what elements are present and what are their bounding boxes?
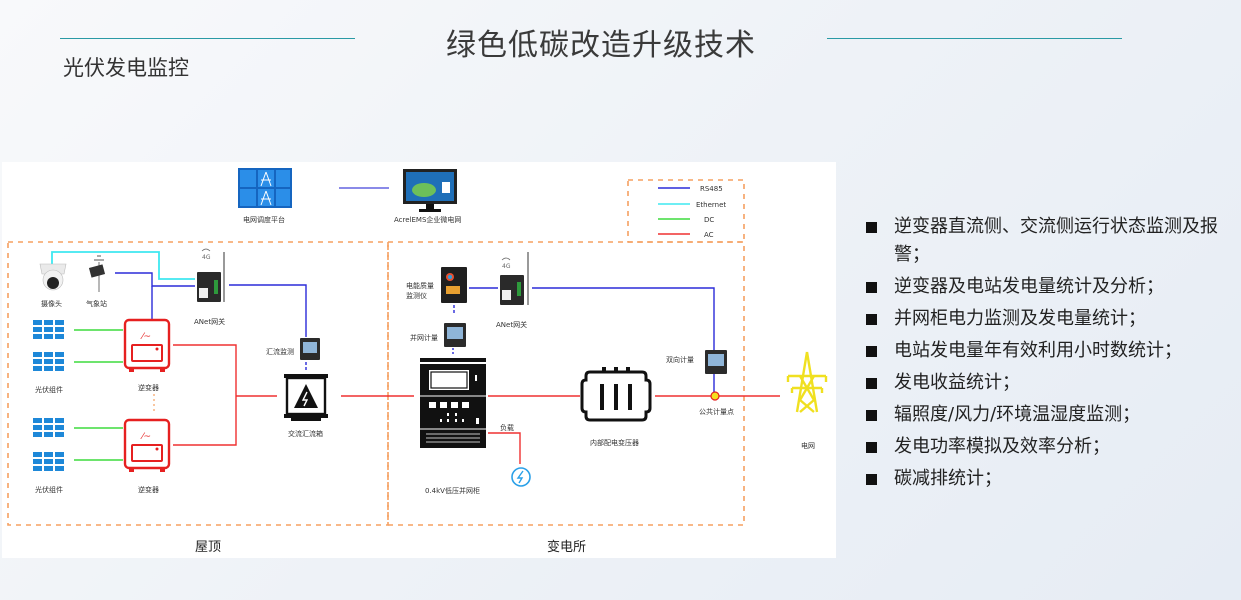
load-lightning-icon: [511, 467, 531, 487]
square-bullet-icon: [866, 346, 877, 357]
feature-text: 辐照度/风力/环境温湿度监测；: [894, 404, 1141, 425]
feature-item: 电站发电量年有效利用小时数统计；: [866, 337, 1241, 365]
ac-load-link: [488, 432, 521, 464]
square-bullet-icon: [866, 442, 877, 453]
dispatch-platform-label: 电网调度平台: [243, 215, 285, 224]
substation-gateway-label: ANet网关: [496, 320, 527, 329]
weather-station-label: 气象站: [86, 299, 107, 308]
svg-text:⁄~: ⁄~: [140, 432, 151, 442]
rs485-weather-link: [115, 272, 195, 287]
feature-text: 发电收益统计；: [894, 372, 1020, 393]
feature-text: 碳减排统计；: [894, 468, 1002, 489]
inverter-1-label: 逆变器: [138, 383, 159, 392]
ac-combiner-box-label: 交流汇流箱: [288, 429, 323, 438]
feature-item: 并网柜电力监测及发电量统计；: [866, 305, 1241, 333]
roof-zone: [7, 241, 389, 526]
legend: RS485 Ethernet DC AC: [658, 185, 726, 239]
inverter-icon: ⁄~: [123, 418, 171, 472]
feature-text: 逆变器直流侧、交流侧运行状态监测及报警；: [894, 216, 1218, 265]
legend-box: [627, 179, 745, 243]
legend-ethernet-label: Ethernet: [696, 201, 726, 209]
zone-label-substation: 变电所: [547, 539, 586, 555]
ems-monitor-icon: [403, 169, 457, 212]
roof-gateway-icon: 4G: [197, 248, 225, 302]
square-bullet-icon: [866, 410, 877, 421]
roof-gateway-label: ANet网关: [194, 317, 225, 326]
camera-icon: [39, 263, 67, 291]
pv-monitoring-diagram: RS485 Ethernet DC AC 电网调度平台 AcrelEMS企业微电…: [2, 162, 836, 558]
svg-text:⁄~: ⁄~: [140, 332, 151, 342]
feature-list: 逆变器直流侧、交流侧运行状态监测及报警； 逆变器及电站发电量统计及分析； 并网柜…: [866, 213, 1241, 497]
square-bullet-icon: [866, 282, 877, 293]
square-bullet-icon: [866, 378, 877, 389]
roof-gateway-signal: 4G: [202, 254, 211, 261]
ethernet-camera-link: [51, 251, 195, 280]
load-label: 负载: [500, 423, 514, 432]
inverter-icon: ⁄~: [123, 318, 171, 372]
square-bullet-icon: [866, 474, 877, 485]
feature-item: 逆变器及电站发电量统计及分析；: [866, 273, 1241, 301]
weather-station-icon: [88, 255, 106, 292]
combiner-monitor-label: 汇流监测: [266, 347, 294, 356]
rs485-bidirectional-meter-link: [532, 287, 715, 350]
power-quality-monitor-icon: [441, 267, 467, 303]
feature-item: 辐照度/风力/环境温湿度监测；: [866, 401, 1241, 429]
section-subtitle: 光伏发电监控: [63, 56, 189, 80]
feature-text: 发电功率模拟及效率分析；: [894, 436, 1110, 457]
square-bullet-icon: [866, 314, 877, 325]
pcc-label: 公共计量点: [699, 407, 734, 416]
combiner-monitor-icon: [300, 338, 320, 360]
power-quality-monitor-label-1: 电能质量: [406, 281, 434, 290]
zone-label-roof: 屋顶: [195, 540, 221, 555]
square-bullet-icon: [866, 222, 877, 233]
grid-meter-label: 并网计量: [410, 333, 438, 342]
substation-gateway-icon: 4G: [500, 252, 529, 305]
feature-text: 并网柜电力监测及发电量统计；: [894, 308, 1146, 329]
feature-item: 逆变器直流侧、交流侧运行状态监测及报警；: [866, 213, 1241, 269]
legend-rs485-label: RS485: [700, 185, 723, 193]
inverter-2-label: 逆变器: [138, 485, 159, 494]
page-title: 绿色低碳改造升级技术: [446, 28, 756, 63]
pcc-point: [710, 391, 720, 401]
ems-label: AcrelEMS企业微电网: [394, 215, 461, 224]
grid-label: 电网: [801, 441, 815, 450]
feature-text: 电站发电量年有效利用小时数统计；: [894, 340, 1182, 361]
feature-item: 碳减排统计；: [866, 465, 1241, 493]
feature-item: 发电功率模拟及效率分析；: [866, 433, 1241, 461]
pv-module-2-label: 光伏组件: [35, 485, 63, 494]
camera-label: 摄像头: [41, 299, 62, 308]
lv-cabinet-icon: [420, 358, 486, 448]
transformer-icon: [580, 367, 652, 422]
pv-module-1-label: 光伏组件: [35, 385, 63, 394]
grid-meter-icon: [444, 323, 466, 347]
feature-item: 发电收益统计；: [866, 369, 1241, 397]
dispatch-platform-icon: [238, 168, 292, 208]
bidirectional-meter-label: 双向计量: [666, 355, 694, 364]
zone-boundaries: [7, 179, 745, 526]
legend-ac-label: AC: [704, 231, 714, 239]
transformer-label: 内部配电变压器: [590, 438, 639, 447]
power-quality-monitor-label-2: 监测仪: [406, 291, 427, 300]
bidirectional-meter-icon: [705, 350, 727, 374]
pv-module-icon: [33, 320, 64, 371]
substation-gateway-signal: 4G: [502, 263, 511, 270]
pv-module-icon: [33, 418, 64, 471]
feature-text: 逆变器及电站发电量统计及分析；: [894, 276, 1164, 297]
ac-combiner-box-icon: [284, 374, 328, 421]
ac-inverter-link: [173, 344, 237, 446]
rs485-combiner-link: [229, 284, 307, 337]
header-line-left: [60, 38, 355, 39]
lv-cabinet-label: 0.4kV低压并网柜: [425, 486, 480, 495]
legend-dc-label: DC: [704, 216, 714, 224]
header-line-right: [827, 38, 1122, 39]
power-tower-icon: [786, 351, 828, 413]
